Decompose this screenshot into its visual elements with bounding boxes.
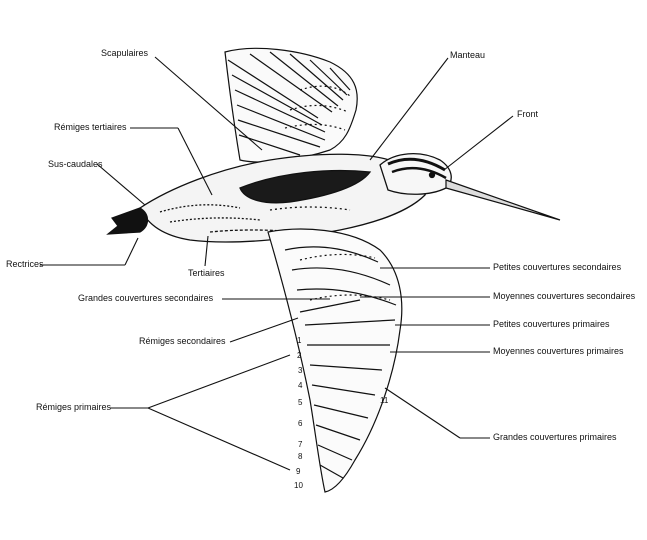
feather-number: 6 <box>298 419 303 428</box>
label-grandes-couvertures-secondaires: Grandes couvertures secondaires <box>78 293 214 303</box>
label-sus-caudales: Sus-caudales <box>48 159 103 169</box>
body <box>139 153 427 243</box>
feather-number: 1 <box>297 336 302 345</box>
head <box>379 153 452 195</box>
upper-wing <box>224 47 358 163</box>
tail <box>106 207 149 235</box>
label-rectrices: Rectrices <box>6 259 44 269</box>
lower-wing <box>267 228 403 493</box>
label-manteau: Manteau <box>450 50 486 60</box>
label-petites-couvertures-secondaires: Petites couvertures secondaires <box>493 262 622 272</box>
label-moyennes-couvertures-primaires: Moyennes couvertures primaires <box>493 346 624 356</box>
label-moyennes-couvertures-secondaires: Moyennes couvertures secondaires <box>493 291 636 301</box>
label-front: Front <box>517 109 539 119</box>
feather-number: 2 <box>297 351 302 360</box>
feather-number: 9 <box>296 467 301 476</box>
feather-number: 7 <box>298 440 303 449</box>
feather-number: 8 <box>298 452 303 461</box>
feather-number: 11 <box>380 396 389 405</box>
beak <box>445 179 561 221</box>
label-grandes-couvertures-primaires: Grandes couvertures primaires <box>493 432 617 442</box>
feather-number: 3 <box>298 366 303 375</box>
leader-lines <box>40 56 514 471</box>
label-tertiaires: Tertiaires <box>188 268 225 278</box>
label-petites-couvertures-primaires: Petites couvertures primaires <box>493 319 610 329</box>
feather-number: 10 <box>294 481 303 490</box>
label-remiges-tertiaires: Rémiges tertiaires <box>54 122 127 132</box>
feather-number: 5 <box>298 398 303 407</box>
label-scapulaires: Scapulaires <box>101 48 149 58</box>
label-remiges-primaires: Rémiges primaires <box>36 402 112 412</box>
label-remiges-secondaires: Rémiges secondaires <box>139 336 226 346</box>
feather-number: 4 <box>298 381 303 390</box>
